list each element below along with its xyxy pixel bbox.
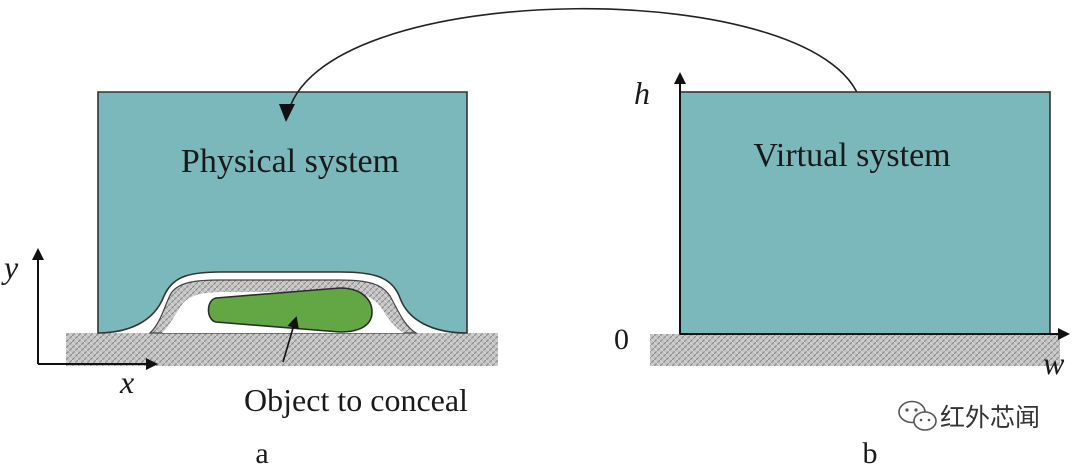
mapping-arrow bbox=[286, 7, 863, 119]
zero-label: 0 bbox=[614, 323, 629, 356]
panel-a: Physical system Object to conceal y x a bbox=[1, 91, 498, 466]
ground-b bbox=[650, 334, 1060, 366]
watermark: 红外芯闻 bbox=[898, 400, 1040, 432]
y-axis-label: y bbox=[1, 249, 19, 285]
h-axis-label: h bbox=[634, 75, 650, 111]
physical-system-body bbox=[97, 91, 468, 334]
x-axis-label: x bbox=[119, 364, 134, 400]
virtual-system-body bbox=[679, 91, 1051, 335]
object-leader-line bbox=[282, 316, 299, 363]
object-label: Object to conceal bbox=[244, 382, 468, 418]
w-axis-label: w bbox=[1043, 345, 1065, 381]
physical-system-title: Physical system bbox=[181, 143, 399, 180]
virtual-system-title: Virtual system bbox=[753, 137, 950, 174]
watermark-text: 红外芯闻 bbox=[940, 403, 1040, 432]
panel-b-caption: b bbox=[863, 437, 878, 466]
panel-b: Virtual system h 0 w b bbox=[614, 72, 1070, 466]
panel-a-caption: a bbox=[255, 437, 268, 466]
object-to-conceal bbox=[207, 287, 373, 333]
ground-a bbox=[66, 333, 498, 366]
wechat-icon bbox=[898, 400, 937, 431]
mapping-arrow-head-left bbox=[279, 104, 295, 122]
